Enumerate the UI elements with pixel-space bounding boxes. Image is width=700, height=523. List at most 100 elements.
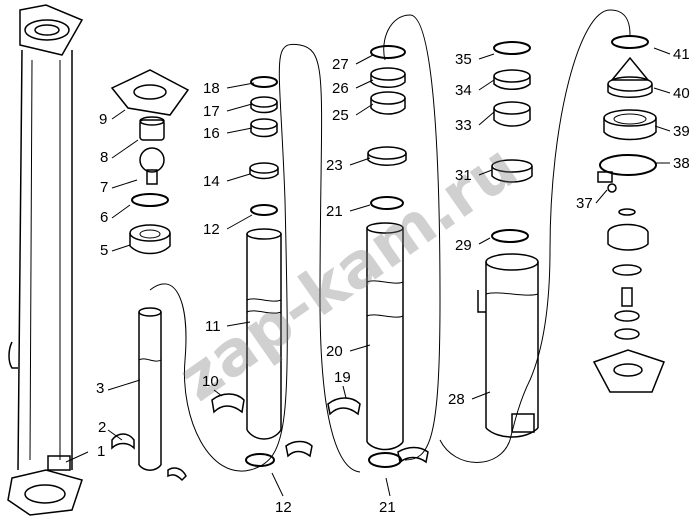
- callout-2: 2: [98, 419, 106, 436]
- callout-25: 25: [332, 107, 349, 124]
- leader-line-37: [595, 189, 608, 204]
- callout-37: 37: [576, 195, 593, 212]
- leader-line-5: [111, 244, 131, 252]
- ring-part-34: [493, 69, 531, 90]
- leader-line-29: [478, 237, 491, 245]
- callout-7: 7: [100, 179, 108, 196]
- callout-39: 39: [673, 123, 690, 140]
- bushing-part-8: [139, 116, 165, 141]
- inner-tube-part-3: [138, 307, 162, 471]
- ring-part-35: [493, 41, 531, 55]
- leader-line-2: [107, 429, 123, 441]
- leader-line-20: [349, 344, 371, 352]
- tube-part-11: [246, 228, 282, 440]
- ring-part-21-bottom: [368, 452, 402, 468]
- nut-part-39: [603, 109, 657, 141]
- half-ring-part-19: [327, 397, 429, 464]
- callout-21: 21: [379, 499, 396, 516]
- ring-part-29: [491, 229, 529, 243]
- flange-part-9: [110, 69, 190, 116]
- ball-pin-part-7: [139, 147, 165, 185]
- leader-line-18: [226, 82, 255, 89]
- ring-part-33: [493, 101, 531, 127]
- ring-part-17: [250, 96, 278, 114]
- callout-18: 18: [203, 80, 220, 97]
- ring-part-12-bottom: [245, 453, 275, 467]
- callout-38: 38: [673, 155, 690, 172]
- callout-17: 17: [203, 103, 220, 120]
- leader-line-11: [226, 321, 251, 327]
- leader-line-8: [111, 139, 139, 159]
- callout-8: 8: [100, 149, 108, 166]
- clamp-ring-part-38: [597, 154, 657, 183]
- seat-assembly-lower: [592, 208, 665, 393]
- callout-9: 9: [99, 111, 107, 128]
- leader-line-27: [355, 54, 374, 65]
- callout-33: 33: [455, 117, 472, 134]
- callout-41: 41: [673, 46, 690, 63]
- ring-part-16: [250, 118, 278, 138]
- callout-20: 20: [326, 343, 343, 360]
- ring-part-41: [611, 35, 649, 49]
- ring-part-6: [131, 193, 169, 207]
- half-ring-part-10: [211, 393, 313, 458]
- tube-part-20: [366, 222, 404, 451]
- leader-line-33: [478, 111, 495, 126]
- leader-line-1: [65, 451, 89, 463]
- callout-3: 3: [96, 380, 104, 397]
- bolt-part-37: [607, 183, 617, 193]
- callout-16: 16: [203, 125, 220, 142]
- leader-line-23: [349, 157, 371, 166]
- leader-line-40: [653, 87, 671, 94]
- ring-part-12: [250, 204, 278, 216]
- leader-line-41: [653, 47, 671, 55]
- leader-line-39: [654, 125, 671, 132]
- callout-28: 28: [448, 391, 465, 408]
- callout-29: 29: [455, 237, 472, 254]
- leader-line-14: [226, 173, 251, 182]
- leader-line-12: [271, 472, 284, 497]
- leader-line-12: [226, 214, 253, 230]
- leader-line-28: [471, 391, 491, 400]
- outer-barrel-part-1: [7, 4, 84, 516]
- callout-1: 1: [97, 443, 105, 460]
- leader-line-34: [478, 79, 495, 91]
- callout-11: 11: [205, 318, 221, 335]
- leader-line-21: [385, 477, 391, 497]
- ring-part-31: [491, 159, 533, 183]
- callout-12: 12: [275, 499, 292, 516]
- ring-part-25: [370, 91, 406, 115]
- half-ring-part-2: [111, 433, 187, 482]
- callout-40: 40: [673, 85, 690, 102]
- ring-part-27: [370, 45, 406, 59]
- leader-line-16: [226, 127, 253, 134]
- cone-valve-part-40: [607, 56, 653, 98]
- callout-6: 6: [100, 209, 108, 226]
- ring-part-21: [370, 196, 404, 210]
- callout-23: 23: [326, 157, 343, 174]
- ring-part-26: [370, 67, 406, 88]
- callout-labels: 1235678910111214161718121920212325262721…: [65, 46, 690, 516]
- tube-part-28: [477, 253, 539, 438]
- leader-line-25: [355, 103, 374, 116]
- callout-5: 5: [100, 242, 108, 259]
- leader-line-6: [111, 204, 131, 219]
- leader-line-26: [355, 79, 374, 89]
- callout-14: 14: [203, 173, 220, 190]
- callout-35: 35: [455, 51, 472, 68]
- ring-part-14: [249, 162, 279, 180]
- callout-26: 26: [332, 80, 349, 97]
- leader-line-7: [111, 179, 138, 189]
- leader-line-17: [226, 103, 253, 112]
- ring-part-18: [250, 76, 278, 88]
- linking-lines: [149, 9, 631, 473]
- ring-part-23: [367, 146, 407, 166]
- callout-27: 27: [332, 56, 349, 73]
- leader-line-10: [213, 389, 223, 397]
- leader-line-21: [349, 204, 371, 212]
- callout-12: 12: [203, 221, 220, 238]
- callout-31: 31: [455, 167, 472, 184]
- callout-19: 19: [334, 369, 351, 386]
- callout-10: 10: [202, 373, 219, 390]
